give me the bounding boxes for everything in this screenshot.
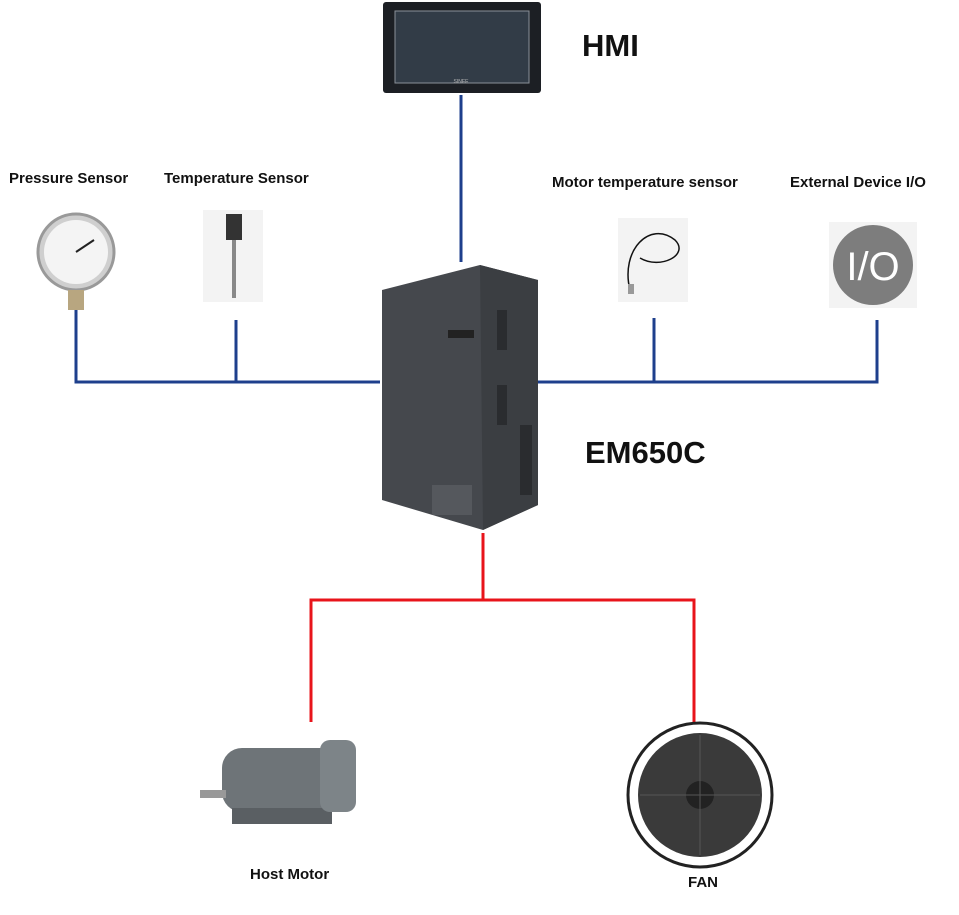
power-lines (309, 533, 696, 724)
host-motor-icon (200, 740, 356, 824)
fan-icon (626, 721, 774, 869)
temperature-sensor-icon (203, 210, 263, 302)
host-motor-label: Host Motor (250, 866, 330, 883)
hmi-label: HMI (582, 28, 639, 63)
motor-temperature-sensor-label: Motor temperature sensor (552, 174, 738, 191)
motor-temperature-sensor-icon (618, 218, 688, 302)
pressure-gauge-icon (36, 212, 116, 310)
io-icon: I/O (829, 222, 917, 308)
inverter-icon (382, 265, 538, 530)
fan-label: FAN (688, 874, 718, 891)
hmi-icon: SINEE (383, 2, 541, 93)
svg-text:SINEE: SINEE (453, 79, 469, 85)
pressure-sensor-label: Pressure Sensor (9, 170, 129, 187)
svg-text:I/O: I/O (846, 245, 899, 289)
signal-lines (74, 95, 879, 384)
external-io-label: External Device I/O (790, 174, 926, 191)
controller-label: EM650C (585, 435, 706, 470)
temperature-sensor-label: Temperature Sensor (164, 170, 309, 187)
